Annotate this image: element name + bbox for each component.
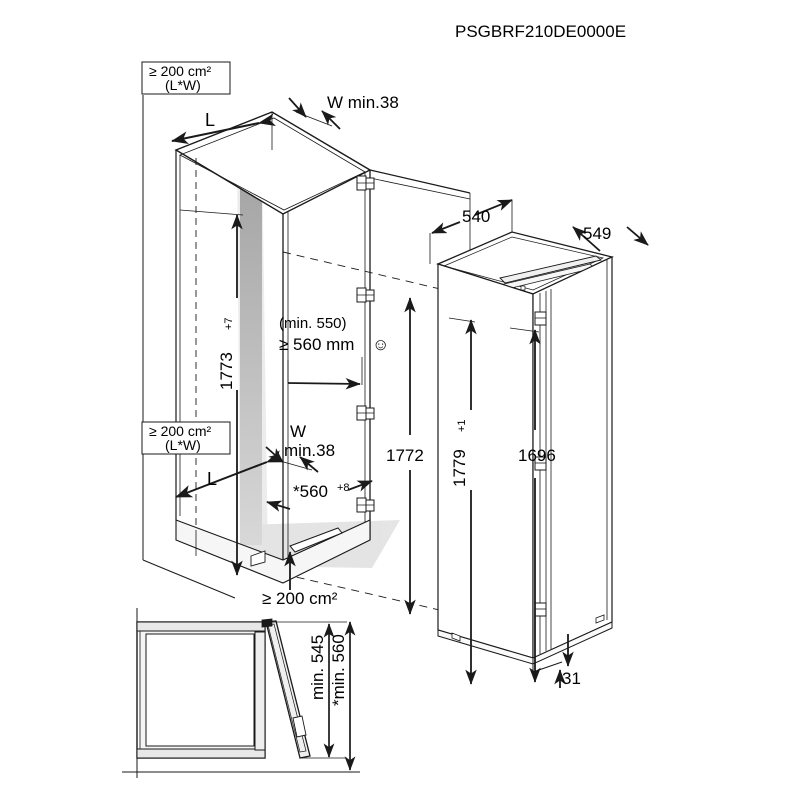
dim-W-bottom-label-1: W [290, 422, 306, 441]
niche-depth-note: (min. 550) ≥ 560 mm ☺ [279, 315, 389, 390]
smiley-icon: ☺ [372, 335, 389, 354]
dim-L-bottom-label: L [207, 469, 217, 489]
base-ventilation-slot-2 [250, 550, 266, 567]
dim-31-value: 31 [562, 669, 581, 688]
plan-door-handle [292, 715, 307, 738]
dim-niche-height-tolerance: +7 [223, 317, 235, 330]
plan-door-closed-strip [254, 631, 266, 751]
product-code: PSGBRF210DE0000E [455, 22, 626, 41]
niche-hinge-3 [356, 405, 375, 421]
appliance-hinge-1 [534, 311, 547, 326]
base-vent-value: ≥ 200 cm² [262, 589, 338, 608]
dim-niche-inner-height-value: 1772 [386, 446, 424, 465]
appliance-top-rail [499, 255, 602, 284]
dim-plan-560-label: *min. 560 [329, 634, 348, 706]
appliance-hinge-group [534, 311, 547, 617]
dim-L-top-label: L [205, 110, 215, 130]
appliance-top-fixing-3 [520, 285, 526, 291]
dim-W-top: W min.38 [288, 93, 399, 130]
dim-plan-560: *min. 560 [329, 621, 356, 771]
plan-view-figure: min. 545 *min. 560 [122, 608, 360, 778]
dim-1779-tolerance: +1 [456, 419, 468, 432]
dim-appliance-depth-549: 549 [572, 224, 649, 252]
bottom-vent-area-value: ≥ 200 cm² [149, 423, 211, 439]
base-vent-note: ≥ 200 cm² [262, 551, 338, 608]
top-vent-area-formula: (L*W) [165, 77, 201, 93]
dim-niche-depth-tolerance: +8 [337, 482, 350, 494]
niche-hinge-1 [356, 175, 375, 191]
bottom-vent-area-formula: (L*W) [165, 437, 201, 453]
dim-549-value: 549 [583, 224, 611, 243]
dim-door-height: 1696 [509, 327, 556, 683]
dim-appliance-depth-540: 540 [429, 199, 513, 264]
dim-plan-545: min. 545 [308, 623, 335, 758]
dim-1696-value: 1696 [518, 446, 556, 465]
top-vent-area-value: ≥ 200 cm² [149, 63, 211, 79]
plan-hinge-pivot [261, 618, 273, 628]
dim-1779-value: 1779 [450, 449, 469, 487]
plan-bottom-band [136, 748, 266, 759]
dim-W-bottom: W min.38 [265, 422, 335, 473]
dim-plinth-gap: 31 [554, 634, 581, 688]
niche-hinge-2 [356, 287, 375, 303]
dim-appliance-height: 1779 +1 [448, 317, 477, 685]
niche-base-block [175, 519, 371, 584]
dim-niche-height-value: 1773 [217, 352, 236, 390]
niche-top-right-edge-2 [369, 177, 471, 200]
airflow-arrow-up [227, 122, 275, 545]
appliance-foot-left [451, 632, 461, 642]
niche-top-right-edge [369, 169, 471, 194]
dim-niche-inner-height: 1772 [386, 297, 424, 615]
appliance-top-face-inner [442, 236, 605, 291]
dim-niche-depth: *560 +8 [266, 480, 373, 512]
appliance-isometric-figure: 540 549 1779 +1 1696 31 [429, 199, 649, 688]
floor-reference-line [142, 559, 236, 599]
dim-540-value: 540 [462, 207, 490, 226]
niche-hinge-4 [356, 497, 375, 513]
niche-isometric-figure: ≥ 200 cm² (L*W) L W min.38 1773 +7 (min.… [141, 61, 471, 618]
dim-W-top-label: W min.38 [327, 93, 399, 112]
depth-note-min550: (min. 550) [279, 315, 347, 332]
dim-L-top: L [171, 110, 276, 145]
plan-cavity [145, 633, 255, 747]
dim-plan-545-label: min. 545 [308, 635, 327, 700]
dim-niche-depth-value: *560 [293, 482, 328, 501]
bottom-vent-note: ≥ 200 cm² (L*W) [141, 421, 231, 455]
top-vent-note: ≥ 200 cm² (L*W) [141, 61, 231, 95]
niche-hinge-group [356, 175, 375, 513]
appliance-hinge-3 [534, 602, 547, 617]
base-ventilation-slot [289, 527, 343, 553]
appliance-foot-right [595, 614, 605, 624]
plan-top-band [136, 621, 266, 632]
appliance-hinge-2 [534, 456, 547, 471]
dim-W-bottom-label-2: min.38 [284, 441, 335, 460]
depth-note-560: ≥ 560 mm [279, 335, 354, 354]
dim-L-bottom: L [175, 450, 285, 498]
